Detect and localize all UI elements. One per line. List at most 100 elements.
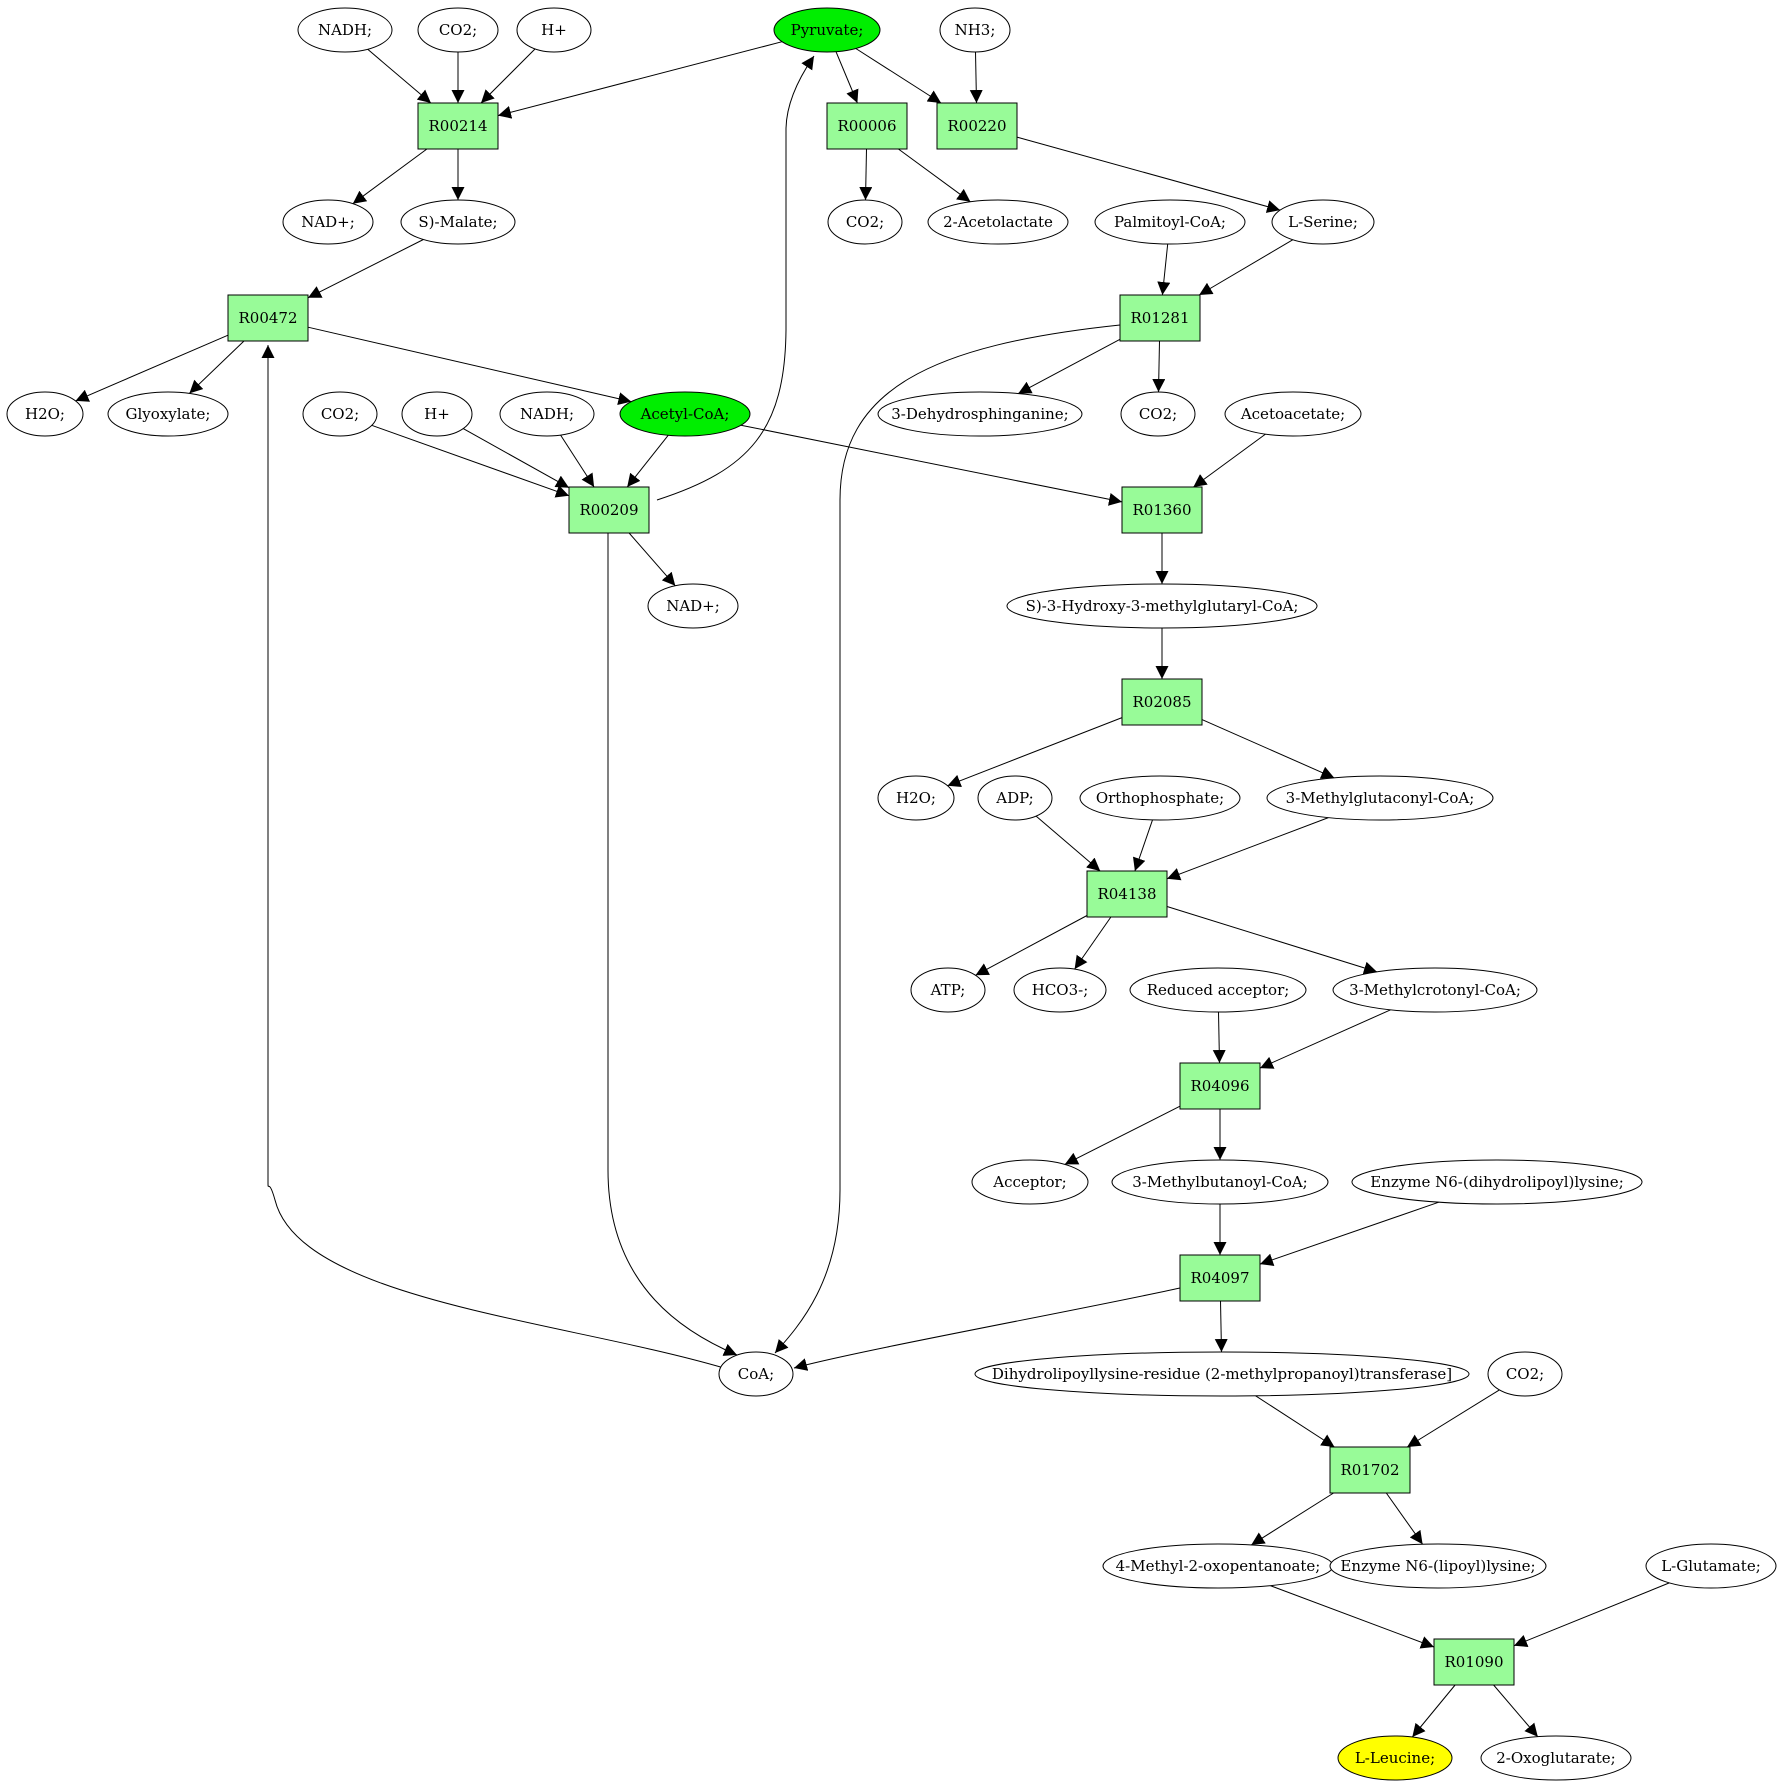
compound-ellipse [1337,1735,1453,1781]
edge-r00006-to-co2b [859,148,873,201]
compound-node-hco3[interactable]: HCO3-; [1013,967,1107,1013]
compound-node-co2d[interactable]: CO2; [1120,391,1196,437]
reaction-node-r04097[interactable]: R04097 [1179,1254,1261,1302]
compound-node-glyoxylate[interactable]: Glyoxylate; [107,391,229,437]
node-label: L-Serine; [1288,213,1358,231]
compound-node-acetylcoa[interactable]: Acetyl-CoA; [619,391,751,437]
node-label: R01702 [1340,1461,1399,1479]
edge-acetylcoa-to-r01360 [740,424,1123,506]
compound-node-lleucine[interactable]: L-Leucine; [1337,1735,1453,1781]
node-label: H2O; [25,405,65,423]
node-label: Pyruvate; [791,21,864,39]
edge-r00214-to-nadp1 [352,148,428,205]
compound-node-palmitoyl[interactable]: Palmitoyl-CoA; [1094,199,1246,245]
reaction-node-r00220[interactable]: R00220 [936,102,1018,150]
compound-node-methylglutaconyl[interactable]: 3-Methylglutaconyl-CoA; [1266,775,1494,821]
compound-node-nadp2[interactable]: NAD+; [647,583,739,629]
compound-node-dihydrolipoyllysine[interactable]: Dihydrolipoyllysine-residue (2-methylpro… [974,1351,1470,1397]
edge-orthophosphate-to-r04138 [1132,819,1153,872]
edge-hp1-to-r00214 [480,48,536,104]
reaction-node-r01090[interactable]: R01090 [1433,1638,1515,1686]
edge-enzymedihydro-to-r04097 [1259,1201,1439,1266]
reaction-box [227,294,309,342]
compound-node-adp[interactable]: ADP; [977,775,1053,821]
edge-acetoacetate-to-r01360 [1193,433,1266,488]
node-label: CoA; [738,1365,774,1383]
compound-node-lglutamate[interactable]: L-Glutamate; [1645,1543,1777,1589]
compound-node-atp[interactable]: ATP; [910,967,986,1013]
compound-node-hp1[interactable]: H+ [516,7,592,53]
reaction-node-r02085[interactable]: R02085 [1121,678,1203,726]
edge-r02085-to-methylglutaconyl [1201,719,1335,779]
compound-node-oxopentanoate[interactable]: 4-Methyl-2-oxopentanoate; [1102,1543,1334,1589]
node-label: R00209 [579,501,638,519]
compound-node-oxoglutarate[interactable]: 2-Oxoglutarate; [1480,1735,1632,1781]
node-label: R00006 [837,117,896,135]
node-label: 3-Methylcrotonyl-CoA; [1349,981,1521,999]
node-label: NADH; [520,405,574,423]
edge-pyruvate-to-r00006 [835,51,859,104]
compound-node-co2a[interactable]: CO2; [417,7,499,53]
reaction-node-r04096[interactable]: R04096 [1179,1062,1261,1110]
compound-node-lserine[interactable]: L-Serine; [1271,199,1375,245]
reaction-node-r00214[interactable]: R00214 [417,102,499,150]
compound-ellipse [1351,1159,1643,1205]
compound-node-co2b[interactable]: CO2; [827,199,903,245]
node-label: L-Leucine; [1355,1749,1435,1767]
compound-node-pyruvate[interactable]: Pyruvate; [773,7,881,53]
compound-ellipse [773,7,881,53]
reaction-node-r00006[interactable]: R00006 [826,102,908,150]
compound-node-co2c[interactable]: CO2; [302,391,378,437]
compound-ellipse [282,199,374,245]
edge-oxopentanoate-to-r01090 [1270,1585,1435,1649]
compound-node-nadh2[interactable]: NADH; [499,391,595,437]
edge-nadh2-to-r00209 [560,434,595,488]
compound-node-nadp1[interactable]: NAD+; [282,199,374,245]
compound-node-reducedacceptor[interactable]: Reduced acceptor; [1129,967,1307,1013]
compound-ellipse [910,967,986,1013]
compound-node-acetoacetate[interactable]: Acetoacetate; [1224,391,1362,437]
compound-ellipse [1129,967,1307,1013]
reaction-node-r01281[interactable]: R01281 [1119,294,1201,342]
node-label: H2O; [896,789,936,807]
reaction-node-r00472[interactable]: R00472 [227,294,309,342]
reaction-node-r01360[interactable]: R01360 [1121,486,1203,534]
compound-node-acceptor[interactable]: Acceptor; [971,1159,1089,1205]
compound-node-smalate[interactable]: S)-Malate; [400,199,516,245]
compound-ellipse [718,1351,794,1397]
node-label: R00220 [947,117,1006,135]
reaction-node-r04138[interactable]: R04138 [1086,870,1168,918]
node-label: H+ [541,21,567,39]
compound-node-methylcrotonyl[interactable]: 3-Methylcrotonyl-CoA; [1332,967,1538,1013]
compound-ellipse [1329,1543,1547,1589]
compound-ellipse [974,1351,1470,1397]
compound-ellipse [1271,199,1375,245]
compound-node-dehydrosph[interactable]: 3-Dehydrosphinganine; [877,391,1083,437]
compound-node-enzymedihydro[interactable]: Enzyme N6-(dihydrolipoyl)lysine; [1351,1159,1643,1205]
compound-node-methylbutanoyl[interactable]: 3-Methylbutanoyl-CoA; [1111,1159,1329,1205]
edge-co2c-to-r00209 [371,424,570,498]
compound-node-coa[interactable]: CoA; [718,1351,794,1397]
edge-r01702-to-oxopentanoate [1251,1492,1334,1546]
compound-node-nadh1[interactable]: NADH; [297,7,393,53]
compound-node-hp2[interactable]: H+ [401,391,473,437]
compound-ellipse [827,199,903,245]
node-label: R00214 [428,117,487,135]
compound-node-nh3[interactable]: NH3; [939,7,1011,53]
compound-node-enzymelipoyl[interactable]: Enzyme N6-(lipoyl)lysine; [1329,1543,1547,1589]
compound-node-h2o2[interactable]: H2O; [877,775,955,821]
compound-node-hmgcoa[interactable]: S)-3-Hydroxy-3-methylglutaryl-CoA; [1006,583,1318,629]
compound-node-orthophosphate[interactable]: Orthophosphate; [1079,775,1241,821]
edge-nh3-to-r00220 [969,51,983,104]
reaction-node-r00209[interactable]: R00209 [568,486,650,534]
compound-node-h2o1[interactable]: H2O; [6,391,84,437]
node-label: NAD+; [301,213,355,231]
compound-ellipse [1094,199,1246,245]
compound-ellipse [499,391,595,437]
compound-node-co2e[interactable]: CO2; [1487,1351,1563,1397]
reaction-node-r01702[interactable]: R01702 [1329,1446,1411,1494]
compound-node-acetolactate[interactable]: 2-Acetolactate [927,199,1069,245]
node-label: R01090 [1444,1653,1503,1671]
compound-ellipse [971,1159,1089,1205]
